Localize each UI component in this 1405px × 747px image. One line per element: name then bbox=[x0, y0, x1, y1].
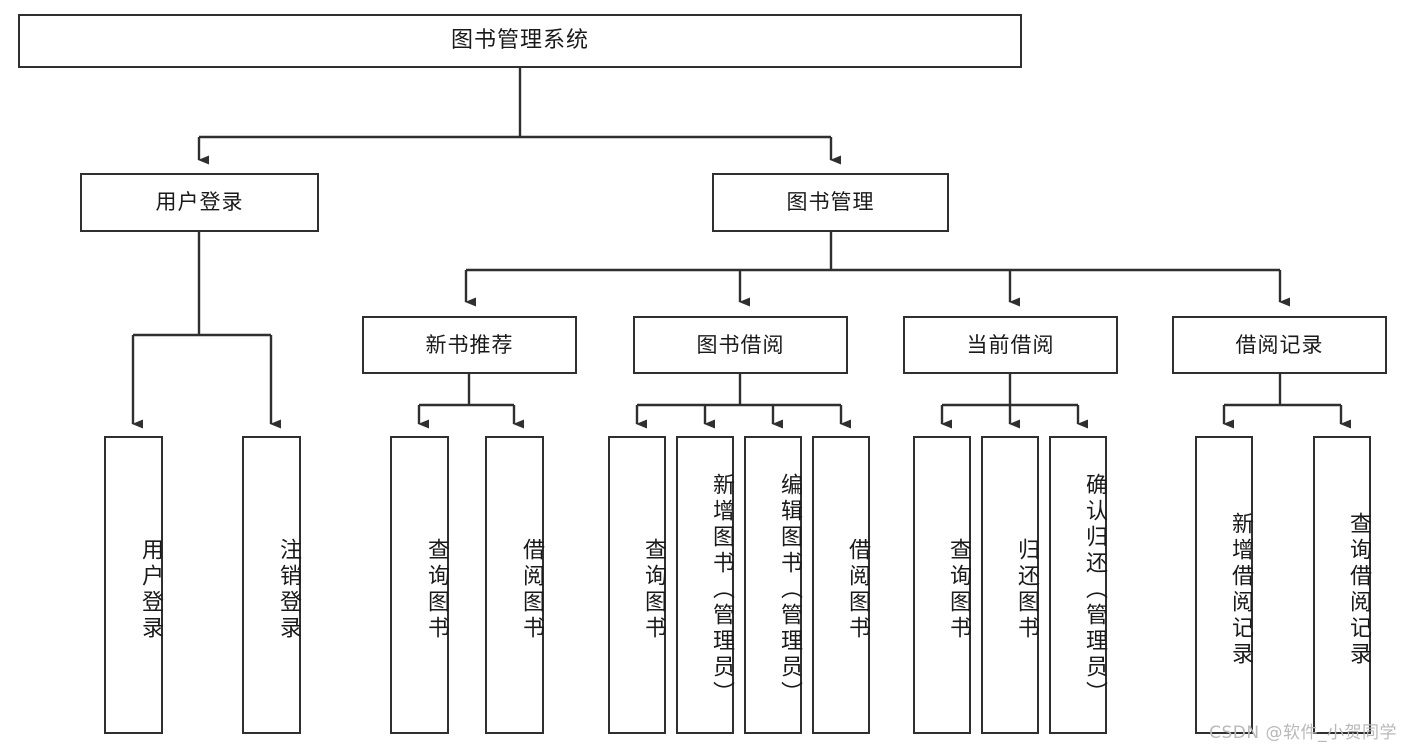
node-root-label: 图书管理系统 bbox=[450, 28, 589, 54]
leaf-new-book-borrow[interactable]: 借阅图书 bbox=[485, 436, 544, 734]
leaf-label: 借阅图书 bbox=[845, 538, 870, 642]
leaf-label: 借阅图书 bbox=[519, 538, 544, 642]
leaf-current-borrow-return[interactable]: 归还图书 bbox=[981, 436, 1039, 734]
leaf-book-borrow-borrow[interactable]: 借阅图书 bbox=[812, 436, 870, 734]
leaf-new-book-query[interactable]: 查询图书 bbox=[390, 436, 449, 734]
leaf-label: 确认归还（管理员） bbox=[1082, 473, 1107, 707]
node-borrow-record[interactable]: 借阅记录 bbox=[1172, 316, 1387, 374]
leaf-label: 注销登录 bbox=[276, 538, 301, 642]
leaf-label: 归还图书 bbox=[1014, 538, 1039, 642]
leaf-label: 查询图书 bbox=[424, 538, 449, 642]
leaf-current-borrow-query[interactable]: 查询图书 bbox=[913, 436, 971, 734]
node-book-borrow-label: 图书借阅 bbox=[696, 332, 785, 357]
leaf-label: 查询借阅记录 bbox=[1346, 512, 1371, 668]
node-current-borrow-label: 当前借阅 bbox=[966, 332, 1055, 357]
leaf-label: 新增图书（管理员） bbox=[709, 473, 734, 707]
leaf-current-borrow-confirm[interactable]: 确认归还（管理员） bbox=[1049, 436, 1107, 734]
leaf-borrow-record-query[interactable]: 查询借阅记录 bbox=[1313, 436, 1371, 734]
leaf-label: 用户登录 bbox=[138, 538, 163, 642]
leaf-label: 编辑图书（管理员） bbox=[777, 473, 802, 707]
leaf-book-borrow-add[interactable]: 新增图书（管理员） bbox=[676, 436, 734, 734]
leaf-borrow-record-add[interactable]: 新增借阅记录 bbox=[1195, 436, 1253, 734]
node-current-borrow[interactable]: 当前借阅 bbox=[903, 316, 1118, 374]
leaf-book-borrow-query[interactable]: 查询图书 bbox=[608, 436, 666, 734]
leaf-user-login-signout[interactable]: 注销登录 bbox=[242, 436, 301, 734]
node-book-management[interactable]: 图书管理 bbox=[712, 173, 949, 232]
leaf-label: 查询图书 bbox=[946, 538, 971, 642]
node-borrow-record-label: 借阅记录 bbox=[1235, 332, 1324, 357]
node-user-login-label: 用户登录 bbox=[155, 190, 244, 215]
leaf-label: 查询图书 bbox=[641, 538, 666, 642]
node-book-borrow[interactable]: 图书借阅 bbox=[633, 316, 848, 374]
leaf-label: 新增借阅记录 bbox=[1228, 512, 1253, 668]
leaf-book-borrow-edit[interactable]: 编辑图书（管理员） bbox=[744, 436, 802, 734]
node-new-book-recommend-label: 新书推荐 bbox=[425, 332, 514, 357]
node-user-login[interactable]: 用户登录 bbox=[80, 173, 319, 232]
node-book-management-label: 图书管理 bbox=[786, 190, 875, 215]
node-root[interactable]: 图书管理系统 bbox=[18, 14, 1022, 68]
node-new-book-recommend[interactable]: 新书推荐 bbox=[362, 316, 577, 374]
leaf-user-login-signin[interactable]: 用户登录 bbox=[104, 436, 163, 734]
